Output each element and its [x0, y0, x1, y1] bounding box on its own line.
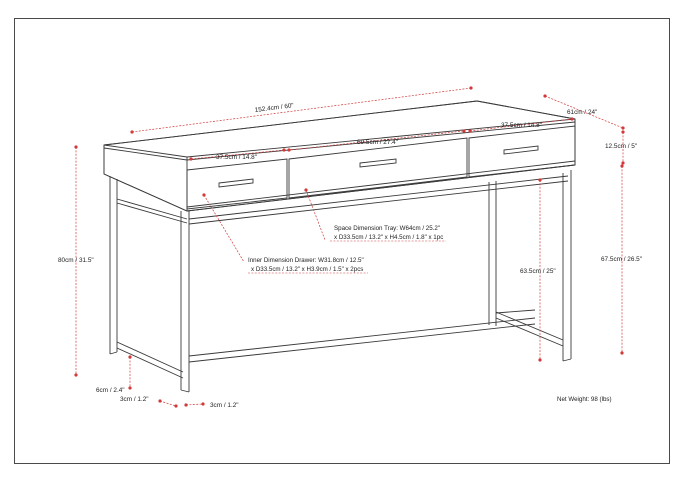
label-leg-left: 3cm / 1.2"	[120, 396, 149, 403]
label-depth: 61cm / 24"	[567, 109, 597, 116]
label-total-height: 80cm / 31.5"	[58, 257, 94, 264]
label-drawer-left-width: 37.5cm / 14.8"	[216, 154, 257, 161]
label-drawer-right-width: 37.5cm / 14.8"	[501, 122, 542, 129]
leg-left-dimension-line	[159, 400, 177, 407]
note-tray-line1: Space Dimension Tray: W64cm / 25.2"	[334, 225, 440, 232]
desk-top-back-edge	[103, 100, 478, 146]
tray-leader-line	[305, 189, 326, 241]
note-drawer-line2: x D33.5cm / 13.2" x H3.9cm / 1.5" x 2pcs	[251, 266, 363, 273]
drawer-right-front	[468, 125, 576, 178]
label-stretcher-height: 63.5cm / 25"	[520, 268, 556, 275]
drawer-left-dimension-line	[190, 149, 285, 160]
label-leg-clearance: 67.5cm / 26.5"	[601, 256, 642, 263]
tray-front	[288, 137, 468, 199]
drawer-left-front	[186, 158, 288, 210]
net-weight: Net Weight: 98 (lbs)	[557, 396, 612, 403]
label-foot-height: 6cm / 2.4"	[96, 387, 125, 394]
drawer-right-dimension-line	[469, 118, 573, 132]
front-bottom-stretcher	[188, 317, 536, 357]
tray-handle-icon	[359, 158, 397, 168]
tray-dimension-line	[288, 130, 465, 151]
drawer-right-handle-icon	[503, 145, 539, 155]
desk-top-front-edge	[103, 144, 188, 158]
leg-right-dimension-line	[185, 403, 204, 406]
note-tray-line2: x D33.5cm / 13.2" x H4.5cm / 1.8" x 1pc	[334, 234, 443, 241]
width-dimension-line	[131, 87, 472, 133]
label-tray-width: 69.5cm / 27.4"	[357, 139, 398, 146]
label-top-thickness: 12.5cm / 5"	[605, 143, 637, 150]
label-total-width: 152.4cm / 60"	[254, 102, 294, 114]
desk-illustration	[103, 100, 576, 393]
drawer-left-handle-icon	[218, 178, 254, 188]
diagram-frame	[14, 18, 670, 464]
label-leg-right: 3cm / 1.2"	[210, 402, 239, 409]
drawer-leader-line	[203, 194, 245, 263]
dimension-lines	[75, 87, 624, 407]
dimension-endpoints	[74, 86, 625, 408]
depth-dimension-line	[544, 95, 624, 129]
note-drawer-line1: Inner Dimension Drawer: W31.8cm / 12.5"	[248, 257, 364, 264]
